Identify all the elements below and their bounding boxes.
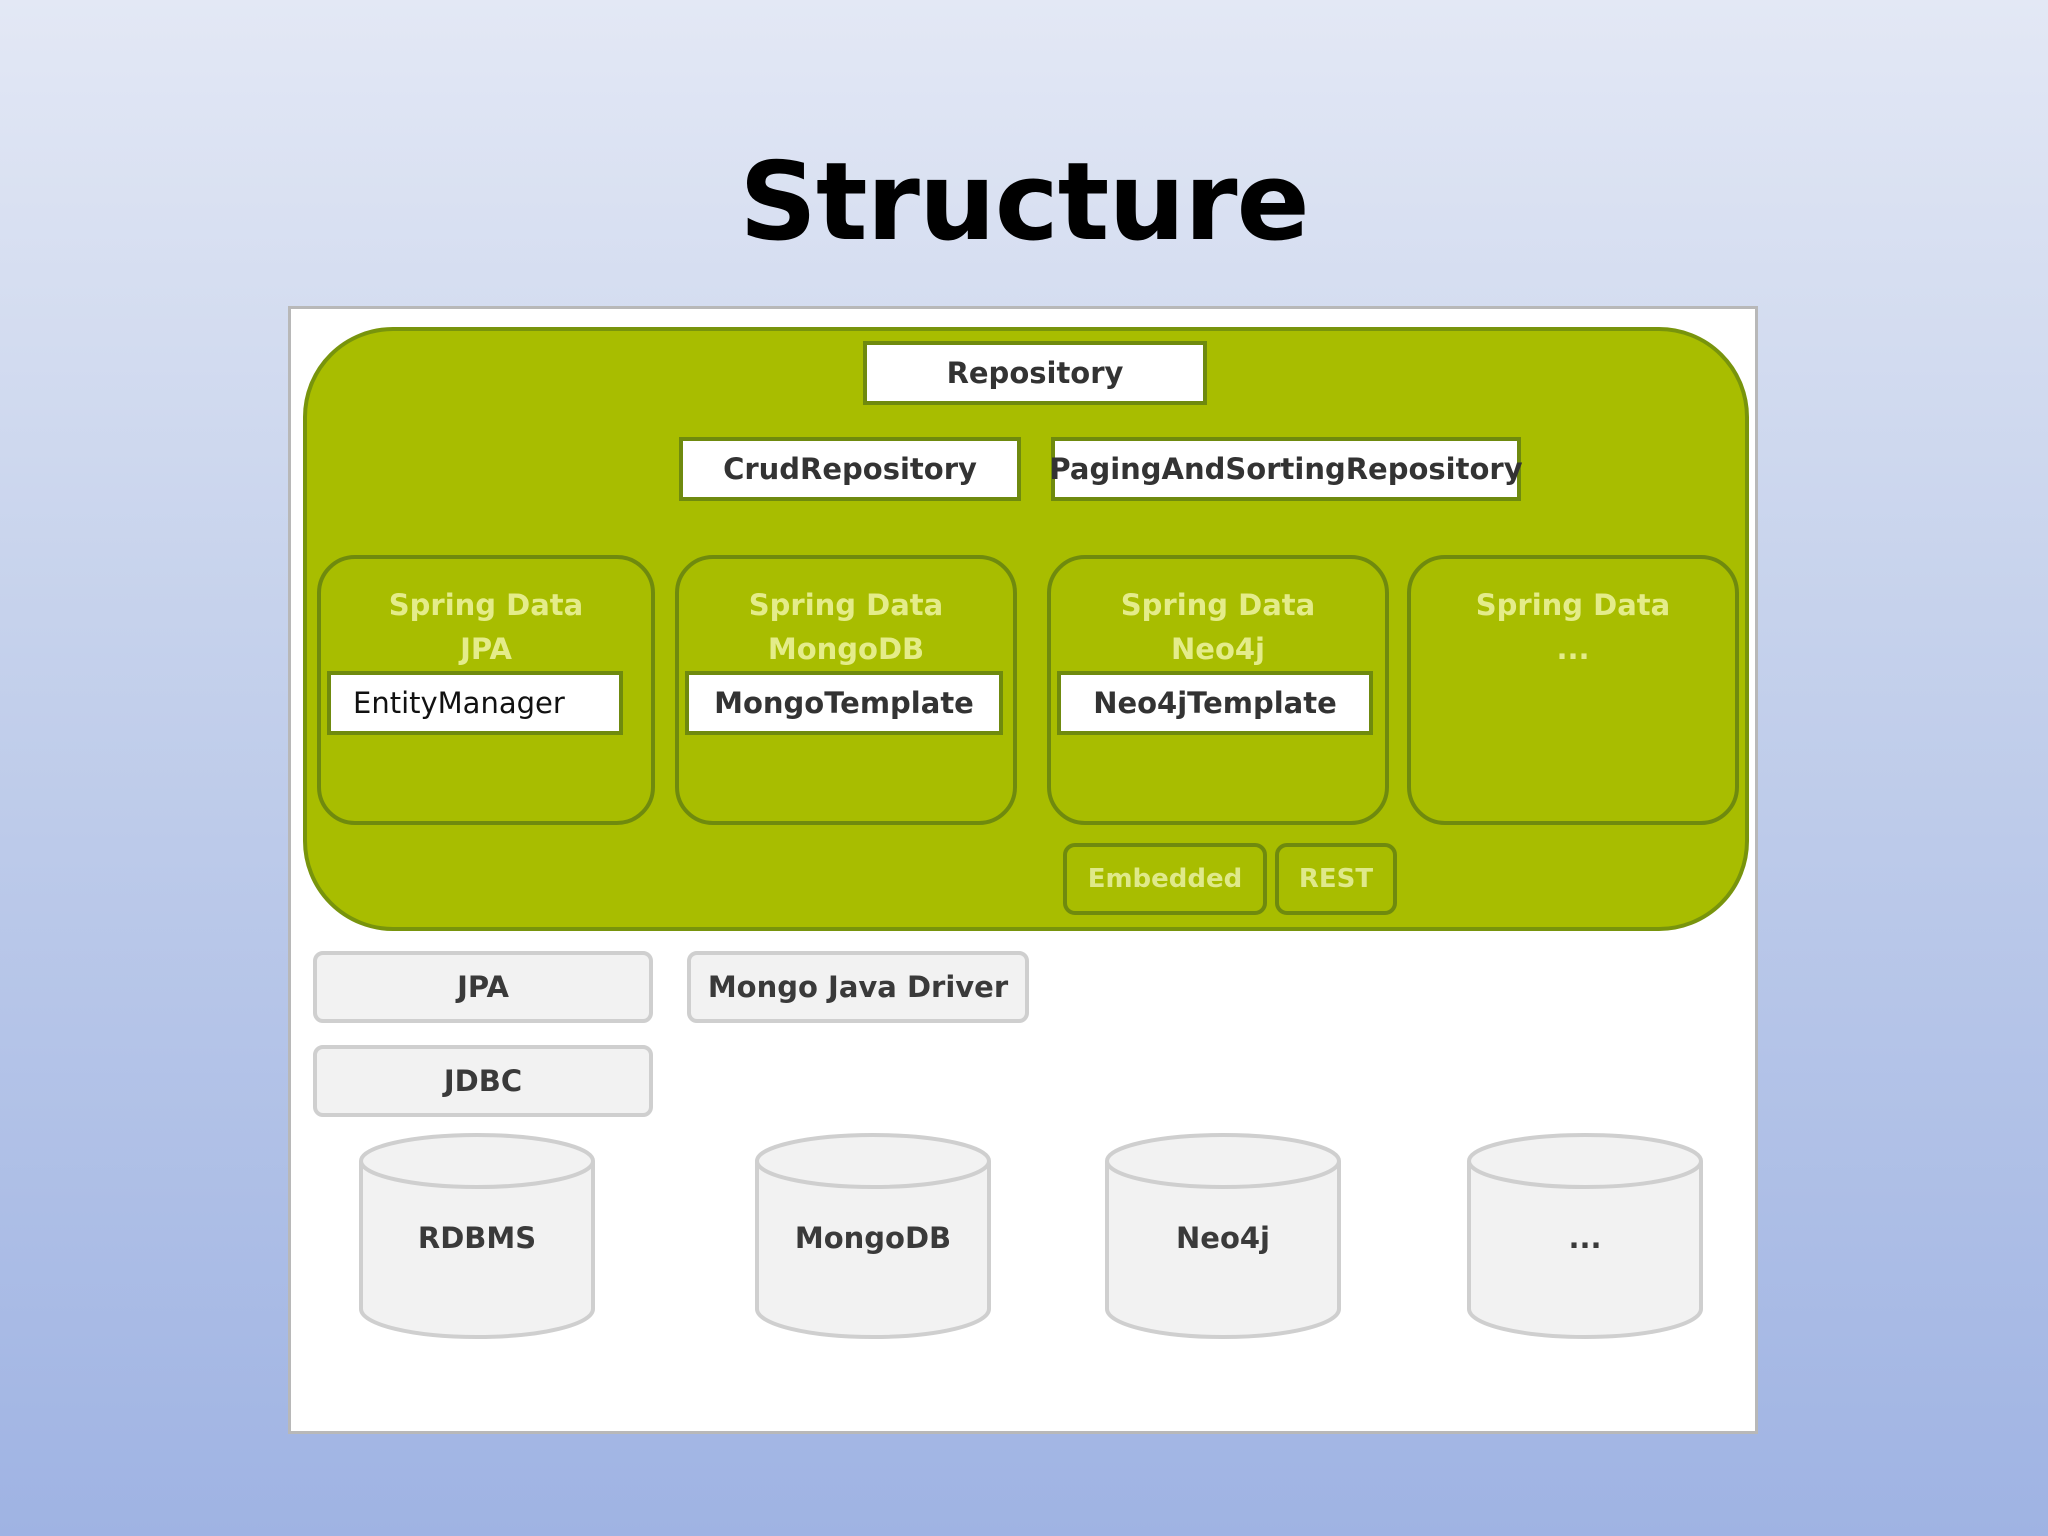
paging-sorting-repository-box: PagingAndSortingRepository xyxy=(1049,437,1523,501)
database-neo4j: Neo4j xyxy=(1103,1131,1343,1341)
mongo-java-driver-box: Mongo Java Driver xyxy=(687,951,1029,1023)
rest-box: REST xyxy=(1275,843,1397,915)
database-cylinder-icon xyxy=(1467,1133,1703,1339)
module-title: Spring Data MongoDB xyxy=(679,583,1013,671)
mongo-template-box: MongoTemplate xyxy=(685,671,1003,735)
module-title-line2: ... xyxy=(1556,632,1590,666)
module-title-line2: Neo4j xyxy=(1171,632,1265,666)
architecture-diagram: Repository CrudRepository PagingAndSorti… xyxy=(288,306,1758,1434)
database-cylinder-icon xyxy=(359,1133,595,1339)
database-mongodb: MongoDB xyxy=(753,1131,993,1341)
entity-manager-box: EntityManager xyxy=(327,671,623,735)
module-title: Spring Data Neo4j xyxy=(1051,583,1385,671)
crud-repository-box: CrudRepository xyxy=(679,437,1021,501)
module-title-line1: Spring Data xyxy=(1475,588,1671,622)
module-title-line2: MongoDB xyxy=(767,632,925,666)
module-title-line1: Spring Data xyxy=(748,588,944,622)
module-title-line1: Spring Data xyxy=(388,588,584,622)
slide-title: Structure xyxy=(739,140,1310,265)
jpa-box: JPA xyxy=(313,951,653,1023)
database-label: MongoDB xyxy=(794,1221,952,1255)
module-spring-data-jpa: Spring Data JPA EntityManager xyxy=(317,555,655,825)
module-spring-data-mongodb: Spring Data MongoDB MongoTemplate xyxy=(675,555,1017,825)
module-title: Spring Data JPA xyxy=(321,583,651,671)
database-cylinder-icon xyxy=(755,1133,991,1339)
database-label: RDBMS xyxy=(417,1221,537,1255)
database-other: ... xyxy=(1465,1131,1705,1341)
database-label: ... xyxy=(1568,1221,1602,1255)
module-spring-data-other: Spring Data ... xyxy=(1407,555,1739,825)
module-spring-data-neo4j: Spring Data Neo4j Neo4jTemplate xyxy=(1047,555,1389,825)
database-cylinder-icon xyxy=(1105,1133,1341,1339)
module-title: Spring Data ... xyxy=(1411,583,1735,671)
spring-data-panel: Repository CrudRepository PagingAndSorti… xyxy=(303,327,1749,931)
jdbc-box: JDBC xyxy=(313,1045,653,1117)
embedded-box: Embedded xyxy=(1063,843,1267,915)
module-title-line1: Spring Data xyxy=(1120,588,1316,622)
neo4j-template-box: Neo4jTemplate xyxy=(1057,671,1373,735)
database-label: Neo4j xyxy=(1176,1221,1270,1255)
database-rdbms: RDBMS xyxy=(357,1131,597,1341)
module-title-line2: JPA xyxy=(460,632,512,666)
repository-box: Repository xyxy=(863,341,1207,405)
